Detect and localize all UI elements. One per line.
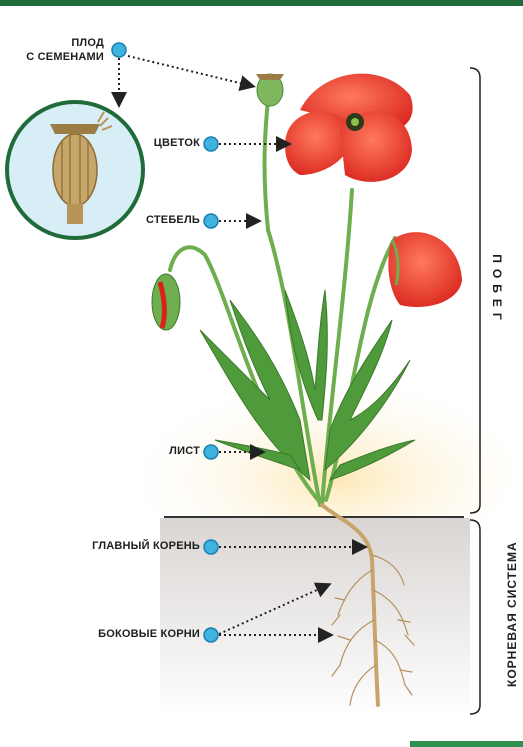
fruit-dot: [112, 43, 126, 57]
main-root-dot: [204, 540, 218, 554]
shoot-section-label: ПОБЕГ: [490, 250, 504, 330]
flower-bud: [152, 274, 180, 330]
main-root-label: ГЛАВНЫЙ КОРЕНЬ: [40, 540, 200, 553]
leaf-label: ЛИСТ: [100, 445, 200, 458]
lateral-roots-label: БОКОВЫЕ КОРНИ: [40, 628, 200, 641]
flower-label: ЦВЕТОК: [100, 137, 200, 150]
leaf-dot: [204, 445, 218, 459]
drooping-flower: [388, 232, 462, 307]
stem-label: СТЕБЕЛЬ: [100, 214, 200, 227]
seed-capsule: [256, 74, 284, 106]
lateral-roots-dot: [204, 628, 218, 642]
root-system-section-label: КОРНЕВАЯ СИСТЕМА: [505, 547, 519, 687]
root-system-bracket: [470, 520, 480, 714]
poppy-flower: [285, 74, 413, 182]
fruit-pointer: [128, 56, 252, 86]
fruit-label-line1: ПЛОД: [40, 37, 104, 50]
magnified-seed-pod: [53, 134, 97, 206]
flower-dot: [204, 137, 218, 151]
stem-dot: [204, 214, 218, 228]
fruit-label-line2: С СЕМЕНАМИ: [20, 51, 104, 64]
